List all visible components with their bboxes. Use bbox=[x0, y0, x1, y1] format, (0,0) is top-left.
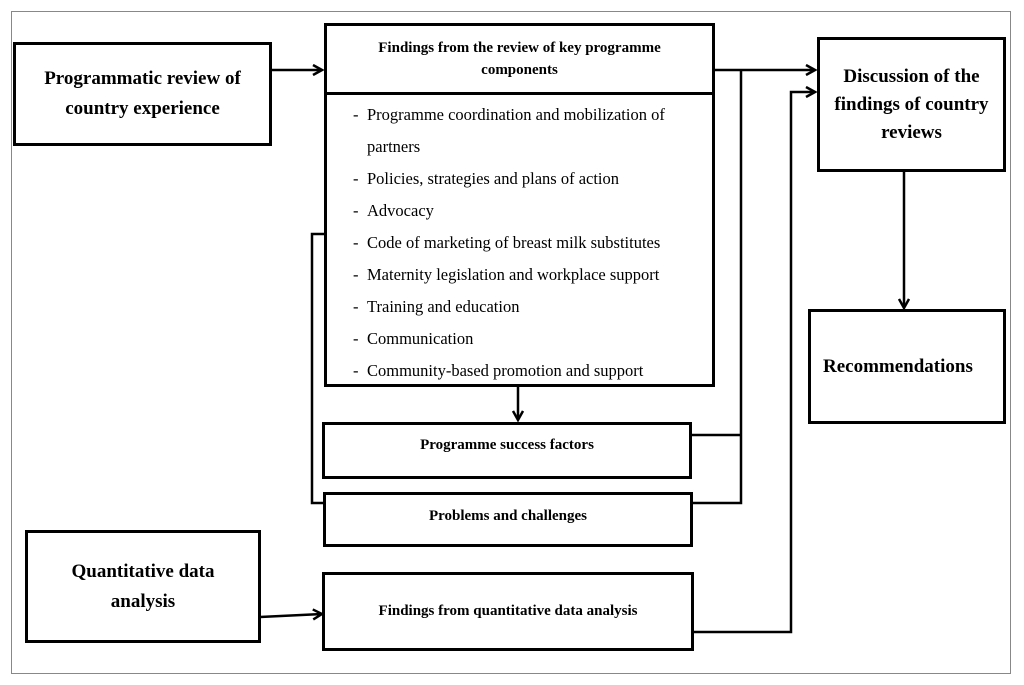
components-list-box: Programme coordination and mobilization … bbox=[324, 92, 715, 387]
list-item: Code of marketing of breast milk substit… bbox=[337, 227, 698, 259]
list-item: Maternity legislation and workplace supp… bbox=[337, 259, 698, 291]
findings-quantitative-label: Findings from quantitative data analysis bbox=[378, 603, 638, 619]
discussion-box: Discussion of the findings of country re… bbox=[817, 37, 1006, 172]
success-factors-label: Programme success factors bbox=[420, 437, 594, 453]
line-right-collector bbox=[692, 70, 743, 505]
diagram-frame bbox=[11, 11, 1011, 674]
quantitative-label: Quantitative data analysis bbox=[71, 560, 215, 612]
findings-review-header: Findings from the review of key programm… bbox=[324, 23, 715, 95]
arrow-quantfindings-to-discussion bbox=[693, 92, 815, 634]
discussion-label: Discussion of the findings of country re… bbox=[834, 65, 989, 143]
recommendations-label: Recommendations bbox=[823, 356, 973, 377]
list-item: Programme coordination and mobilization … bbox=[337, 99, 698, 163]
list-item: Advocacy bbox=[337, 195, 698, 227]
programmatic-review-label: Programmatic review of country experienc… bbox=[44, 68, 241, 119]
arrow-quant-to-findings bbox=[259, 614, 322, 617]
findings-review-label: Findings from the review of key programm… bbox=[378, 40, 661, 78]
list-item: Policies, strategies and plans of action bbox=[337, 163, 698, 195]
recommendations-box: Recommendations bbox=[808, 309, 1006, 424]
line-left-bracket bbox=[310, 232, 325, 505]
problems-box: Problems and challenges bbox=[323, 492, 693, 547]
list-item: Community-based promotion and support bbox=[337, 355, 698, 387]
success-factors-box: Programme success factors bbox=[322, 422, 692, 479]
list-item: Training and education bbox=[337, 291, 698, 323]
list-item: Communication bbox=[337, 323, 698, 355]
components-list: Programme coordination and mobilization … bbox=[337, 99, 698, 387]
findings-quantitative-box: Findings from quantitative data analysis bbox=[322, 572, 694, 651]
programmatic-review-box: Programmatic review of country experienc… bbox=[13, 42, 272, 146]
problems-label: Problems and challenges bbox=[428, 508, 588, 524]
quantitative-box: Quantitative data analysis bbox=[25, 530, 261, 643]
